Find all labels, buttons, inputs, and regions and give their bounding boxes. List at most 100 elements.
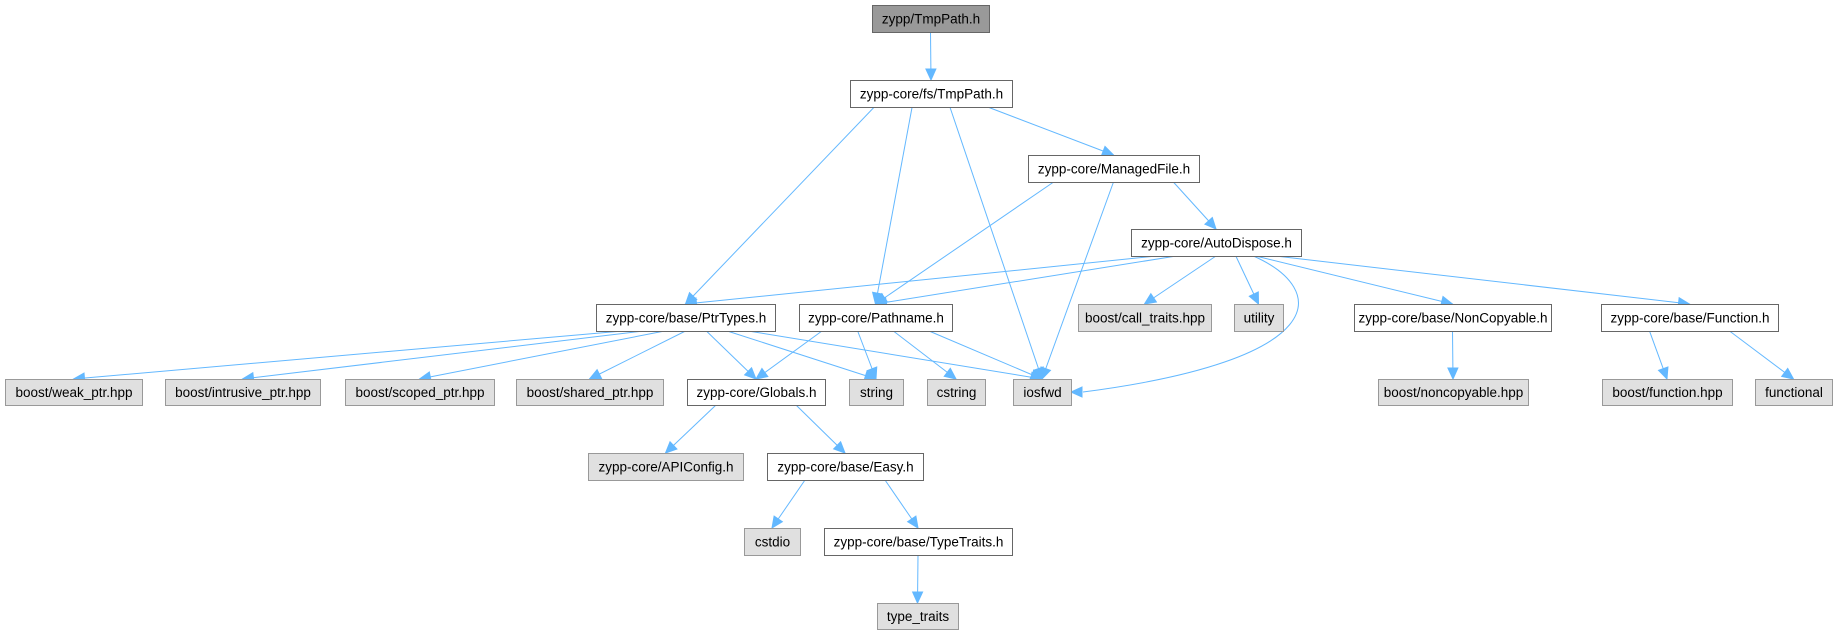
arrowhead-icon: [664, 440, 678, 454]
edge-line: [875, 255, 1177, 305]
edge-zypp-core-autodispose-h-to-zypp-core-base-function-h: [1275, 255, 1691, 309]
edge-line: [928, 330, 1043, 380]
edge-zypp-core-base-function-h-to-functional: [1729, 330, 1795, 380]
node-cstdio: cstdio: [744, 528, 801, 556]
edge-zypp-core-base-ptrtypes-h-to-boost-intrusive-ptr-hpp: [241, 330, 644, 384]
edge-line: [685, 106, 875, 305]
node-box: [849, 379, 904, 406]
edge-zypp-core-autodispose-h-to-zypp-core-pathname-h: [874, 255, 1177, 308]
edge-zypp-core-fs-tmppath-h-to-zypp-core-managedfile-h: [987, 106, 1115, 157]
node-label: zypp-core/Pathname.h: [808, 311, 944, 326]
node-zypp-core-fs-tmppath-h[interactable]: zypp-core/fs/TmpPath.h: [850, 80, 1013, 108]
edge-zypp-core-autodispose-h-to-zypp-core-base-ptrtypes-h: [684, 255, 1157, 309]
arrowhead-icon: [1069, 386, 1083, 398]
edge-zypp-core-base-typetraits-h-to-type-traits: [911, 554, 924, 605]
edge-zypp-core-managedfile-h-to-zypp-core-autodispose-h: [1172, 181, 1217, 230]
node-label: zypp-core/fs/TmpPath.h: [860, 87, 1003, 102]
arrowhead-icon: [943, 367, 957, 380]
node-label: zypp-core/ManagedFile.h: [1038, 162, 1190, 177]
node-box: [872, 5, 990, 33]
arrowhead-icon: [866, 366, 878, 381]
node-boost-shared-ptr-hpp: boost/shared_ptr.hpp: [516, 379, 664, 406]
node-label: boost/scoped_ptr.hpp: [355, 385, 484, 400]
node-label: type_traits: [887, 609, 950, 624]
node-functional: functional: [1755, 379, 1833, 406]
edge-zypp-core-base-ptrtypes-h-to-boost-weak-ptr-hpp: [72, 330, 623, 384]
node-label: zypp-core/base/TypeTraits.h: [834, 535, 1004, 550]
node-box: [1013, 379, 1072, 406]
node-iosfwd: iosfwd: [1013, 379, 1072, 406]
node-box: [1131, 229, 1302, 257]
edge-line: [1041, 181, 1114, 380]
node-boost-function-hpp: boost/function.hpp: [1602, 379, 1733, 406]
arrowhead-icon: [925, 68, 937, 82]
arrowhead-icon: [588, 368, 603, 380]
node-zypp-core-base-ptrtypes-h[interactable]: zypp-core/base/PtrTypes.h: [596, 304, 776, 332]
edge-zypp-core-base-ptrtypes-h-to-boost-shared-ptr-hpp: [588, 330, 686, 380]
node-zypp-core-pathname-h[interactable]: zypp-core/Pathname.h: [799, 304, 953, 332]
edge-zypp-core-base-ptrtypes-h-to-iosfwd: [748, 330, 1044, 383]
node-label: boost/intrusive_ptr.hpp: [175, 385, 311, 400]
edge-zypp-core-managedfile-h-to-zypp-core-pathname-h: [874, 181, 1054, 305]
arrowhead-icon: [1657, 366, 1669, 381]
node-box: [767, 453, 924, 481]
node-box: [588, 453, 744, 481]
node-box: [1378, 379, 1529, 406]
edge-zypp-core-base-easy-h-to-cstdio: [771, 479, 806, 529]
arrowhead-icon: [1203, 216, 1217, 230]
arrowhead-icon: [1143, 292, 1158, 305]
node-zypp-core-base-noncopyable-h[interactable]: zypp-core/base/NonCopyable.h: [1354, 304, 1552, 332]
node-box: [799, 304, 953, 332]
node-box: [1354, 304, 1552, 332]
edge-line: [875, 181, 1054, 305]
edge-line: [949, 106, 1043, 380]
node-zypp-core-globals-h[interactable]: zypp-core/Globals.h: [687, 379, 826, 406]
node-label: cstring: [937, 385, 977, 400]
edge-zypp-core-base-function-h-to-boost-function-hpp: [1649, 330, 1669, 381]
edge-line: [755, 330, 823, 380]
node-box: [165, 379, 321, 406]
node-label: cstdio: [755, 535, 790, 550]
node-boost-scoped-ptr-hpp: boost/scoped_ptr.hpp: [345, 379, 495, 406]
node-box: [824, 528, 1013, 556]
edge-zypp-core-autodispose-h-to-zypp-core-base-noncopyable-h: [1255, 255, 1454, 307]
node-label: zypp-core/base/Easy.h: [777, 460, 913, 475]
edge-zypp-core-managedfile-h-to-iosfwd: [1040, 181, 1114, 381]
node-label: boost/shared_ptr.hpp: [527, 385, 654, 400]
node-utility: utility: [1234, 304, 1284, 332]
edge-line: [1275, 255, 1690, 305]
edge-zypp-core-fs-tmppath-h-to-zypp-core-base-ptrtypes-h: [684, 106, 875, 305]
edge-zypp-core-base-easy-h-to-zypp-core-base-typetraits-h: [884, 479, 919, 529]
node-zypp-core-base-function-h[interactable]: zypp-core/base/Function.h: [1601, 304, 1779, 332]
node-box: [744, 528, 801, 556]
node-box: [1755, 379, 1833, 406]
edge-zypp-core-fs-tmppath-h-to-zypp-core-pathname-h: [871, 106, 913, 306]
node-box: [1601, 304, 1779, 332]
edge-line: [1729, 330, 1794, 380]
edge-line: [665, 404, 717, 454]
node-box: [516, 379, 664, 406]
edge-zypp-tmppath-h-to-zypp-core-fs-tmppath-h: [925, 31, 937, 82]
edge-zypp-core-base-ptrtypes-h-to-zypp-core-globals-h: [706, 330, 757, 380]
node-cstring: cstring: [927, 379, 986, 406]
arrowhead-icon: [1447, 367, 1459, 381]
nodes-layer: zypp/TmpPath.h zypp-core/fs/TmpPath.h zypp…: [5, 5, 1833, 630]
edge-zypp-core-pathname-h-to-string: [857, 330, 878, 381]
node-zypp-core-autodispose-h[interactable]: zypp-core/AutoDispose.h: [1131, 229, 1302, 257]
edge-line: [987, 106, 1114, 156]
node-label: zypp-core/Globals.h: [696, 385, 816, 400]
edge-zypp-core-globals-h-to-zypp-core-base-easy-h: [795, 404, 846, 454]
arrowhead-icon: [1780, 367, 1795, 380]
edge-line: [685, 255, 1157, 305]
node-zypp-core-base-typetraits-h[interactable]: zypp-core/base/TypeTraits.h: [824, 528, 1013, 556]
node-zypp-tmppath-h[interactable]: zypp/TmpPath.h: [872, 5, 990, 33]
node-label: utility: [1244, 311, 1275, 326]
node-zypp-core-managedfile-h[interactable]: zypp-core/ManagedFile.h: [1028, 155, 1200, 183]
arrowhead-icon: [911, 591, 924, 605]
node-label: boost/weak_ptr.hpp: [15, 385, 132, 400]
node-zypp-core-base-easy-h[interactable]: zypp-core/base/Easy.h: [767, 453, 924, 481]
node-box: [1028, 155, 1200, 183]
node-label: boost/noncopyable.hpp: [1384, 385, 1524, 400]
node-string: string: [849, 379, 904, 406]
